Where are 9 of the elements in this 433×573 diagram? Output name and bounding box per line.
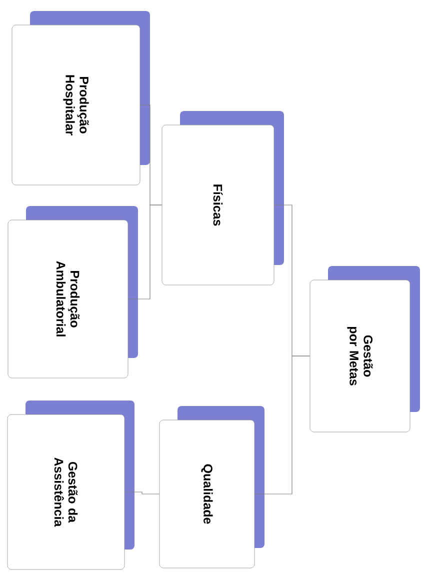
card: Produção Hospitalar xyxy=(12,11,150,186)
connector xyxy=(254,356,310,494)
card: Produção Ambulatorial xyxy=(8,206,138,378)
card: Físicas xyxy=(162,111,284,286)
card: Gestão da Assistência xyxy=(7,400,134,570)
card: Gestão por Metas xyxy=(310,266,420,432)
connector xyxy=(128,204,162,300)
connector xyxy=(124,492,160,494)
card: Qualidade xyxy=(159,406,264,568)
